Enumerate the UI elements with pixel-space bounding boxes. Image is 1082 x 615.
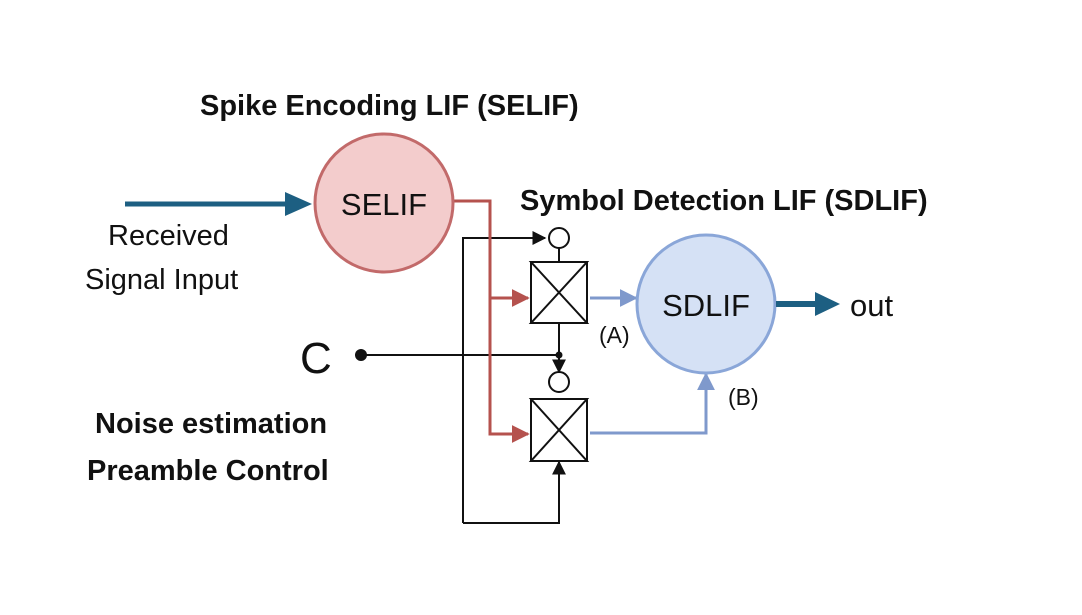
input-label-line2: Signal Input <box>85 264 238 296</box>
selif-label: SELIF <box>341 187 427 222</box>
transmission-gate-b <box>528 398 590 462</box>
port-a-label: (A) <box>599 322 630 348</box>
sdlif-label: SDLIF <box>662 288 750 323</box>
spike-wires <box>452 199 530 443</box>
sdlif-title: Symbol Detection LIF (SDLIF) <box>520 185 928 217</box>
port-b-label: (B) <box>728 384 759 410</box>
control-terminal-label: C <box>300 334 332 383</box>
transmission-gate-a <box>528 261 590 324</box>
output-arrow <box>776 292 840 316</box>
inverter-bubble-b <box>548 371 570 393</box>
junction-dot <box>555 351 563 359</box>
control-wires <box>360 231 566 524</box>
output-label: out <box>850 288 893 323</box>
selif-title: Spike Encoding LIF (SELIF) <box>200 90 579 122</box>
input-arrow <box>125 192 312 216</box>
control-title-line1: Noise estimation <box>95 408 327 440</box>
input-label-line1: Received <box>108 220 229 252</box>
inverter-bubble-a <box>548 227 570 249</box>
detection-wires <box>590 289 715 435</box>
control-title-line2: Preamble Control <box>87 455 329 487</box>
sdlif-node <box>635 233 777 375</box>
selif-node <box>313 132 455 274</box>
control-terminal-dot <box>355 349 367 361</box>
